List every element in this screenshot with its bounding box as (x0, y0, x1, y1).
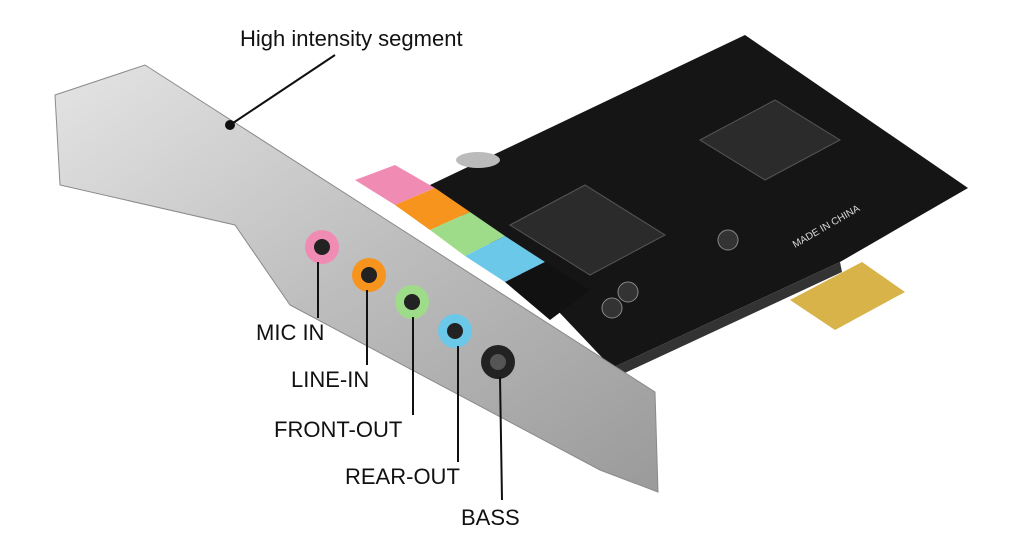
housing-black (505, 262, 590, 320)
label-front-out: FRONT-OUT (274, 417, 403, 442)
label-bass: BASS (461, 505, 520, 530)
housing-pink (355, 165, 435, 205)
dsp-chip (698, 99, 842, 181)
capacitor (717, 229, 739, 251)
pcb-edge (612, 262, 842, 378)
housing-green (430, 212, 505, 256)
jacks (305, 230, 515, 379)
jack-line-hole (361, 267, 377, 283)
label-high-intensity-segment: High intensity segment (240, 26, 463, 51)
leader-bracket-dot (225, 120, 235, 130)
leader-bass (499, 376, 503, 501)
gold-fingers (790, 262, 905, 330)
capacitor (601, 297, 623, 319)
housing-blue (465, 236, 545, 282)
crystal (456, 152, 500, 168)
label-rear-out: REAR-OUT (345, 464, 460, 489)
capacitor (617, 281, 639, 303)
jack-rear-hole (447, 323, 463, 339)
jack-bass-hole (490, 354, 506, 370)
label-mic-in: MIC IN (256, 320, 325, 345)
label-line-in: LINE-IN (291, 367, 370, 392)
jack-mic-hole (314, 239, 330, 255)
codec-chip (509, 184, 666, 276)
jack-front-hole (404, 294, 420, 310)
leader-bracket (229, 54, 336, 126)
leader-lines (225, 54, 503, 501)
housing-orange (395, 188, 470, 230)
